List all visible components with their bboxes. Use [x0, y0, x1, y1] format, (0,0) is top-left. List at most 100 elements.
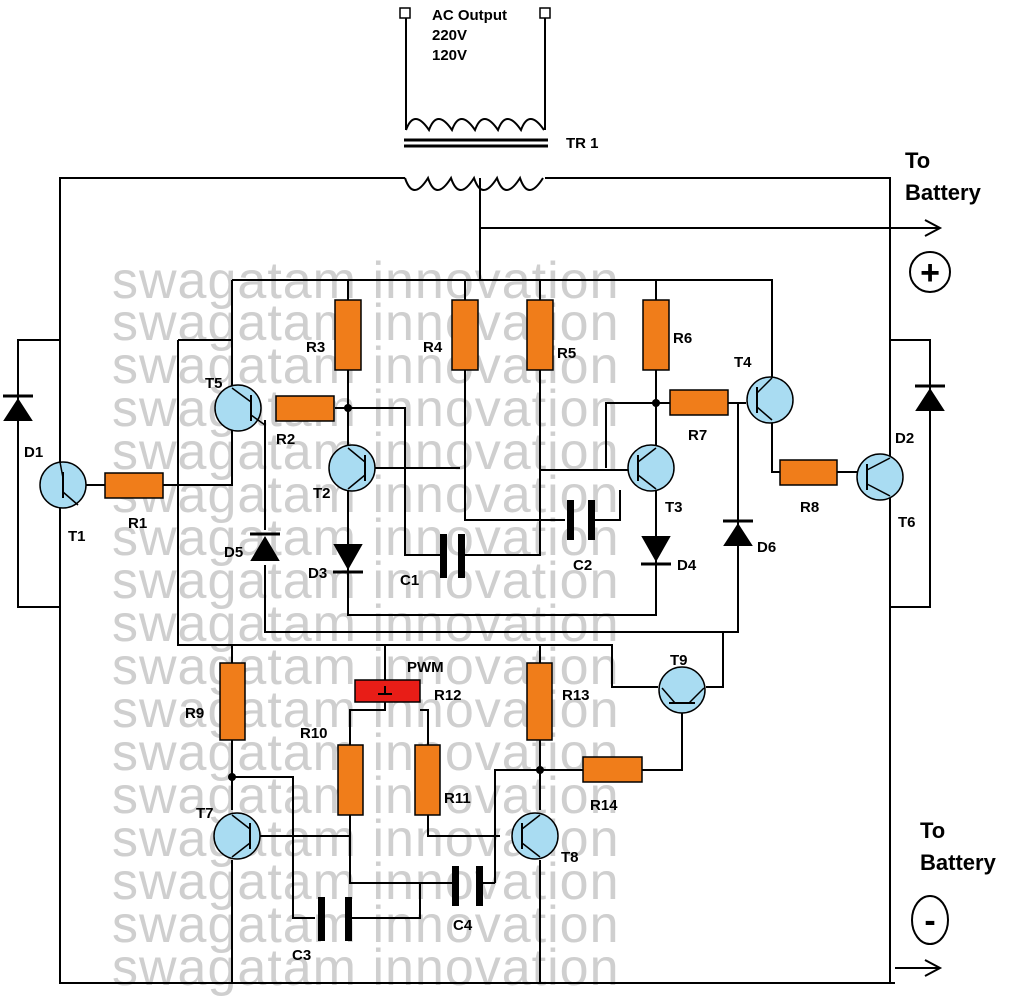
diode-d4 — [641, 536, 671, 566]
resistor-r11 — [414, 744, 441, 816]
transformer-primary-winding — [404, 175, 544, 191]
resistor-r7 — [669, 389, 729, 416]
resistor-r4 — [451, 299, 479, 371]
ac-output-voltage-220: 220V — [432, 27, 467, 44]
transistors — [39, 376, 904, 860]
ac-output-voltage-120: 120V — [432, 47, 467, 64]
resistor-r13 — [526, 662, 553, 741]
label-r7: R7 — [688, 427, 707, 444]
ac-output-terminal-right — [539, 7, 551, 19]
label-t9: T9 — [670, 652, 688, 669]
diode-d6 — [723, 519, 753, 546]
label-t3: T3 — [665, 499, 683, 516]
battery-negative-battery: Battery — [920, 850, 997, 875]
label-d2: D2 — [895, 430, 914, 447]
battery-negative-to: To — [920, 818, 945, 843]
battery-positive: To Battery + — [905, 148, 982, 293]
ac-output-title: AC Output — [432, 7, 507, 24]
label-t2: T2 — [313, 485, 331, 502]
transistor-t1 — [39, 461, 87, 509]
label-r12: R12 — [434, 687, 462, 704]
transformer-tr1: TR 1 AC Output 220V 120V — [399, 7, 599, 191]
transistor-t4 — [746, 376, 794, 424]
label-c2: C2 — [573, 557, 592, 574]
capacitor-c4 — [445, 866, 495, 906]
ac-output-terminal-left — [399, 7, 411, 19]
label-c4: C4 — [453, 917, 473, 934]
label-r3: R3 — [306, 339, 325, 356]
label-t7: T7 — [196, 805, 214, 822]
capacitor-c2 — [567, 500, 603, 540]
transistor-labels: T1 T2 T3 T4 T5 T6 T7 T8 T9 — [68, 354, 916, 866]
label-d1: D1 — [24, 444, 43, 461]
resistor-r5 — [526, 299, 554, 371]
svg-text:swagatam innovation: swagatam innovation — [112, 509, 620, 567]
svg-text:swagatam innovation: swagatam innovation — [112, 552, 620, 610]
label-r4: R4 — [423, 339, 443, 356]
resistor-r14 — [582, 756, 643, 783]
label-t1: T1 — [68, 528, 86, 545]
capacitor-labels: C1 C2 C3 C4 — [292, 557, 592, 964]
resistor-labels: R1 R2 R3 R4 R5 R6 R7 R8 R9 R10 R11 R12 R… — [128, 330, 819, 814]
capacitor-c1 — [425, 534, 475, 578]
label-d5: D5 — [224, 544, 243, 561]
transistor-t6 — [856, 453, 904, 501]
wires — [17, 14, 943, 984]
resistor-r2 — [275, 395, 335, 422]
battery-negative: To Battery - — [911, 818, 997, 945]
label-r1: R1 — [128, 515, 147, 532]
diode-d1 — [3, 394, 33, 421]
diode-d5 — [250, 532, 280, 561]
battery-negative-symbol: - — [924, 902, 935, 940]
resistor-r10 — [337, 744, 364, 816]
battery-positive-symbol: + — [920, 254, 940, 292]
label-t4: T4 — [734, 354, 752, 371]
label-c3: C3 — [292, 947, 311, 964]
label-r14: R14 — [590, 797, 618, 814]
transistor-t3 — [627, 444, 675, 492]
label-r11: R11 — [444, 790, 471, 807]
tr1-label: TR 1 — [566, 135, 599, 152]
label-r5: R5 — [557, 345, 576, 362]
capacitors — [318, 500, 603, 941]
label-r2: R2 — [276, 431, 295, 448]
label-d6: D6 — [757, 539, 776, 556]
resistor-r8 — [779, 459, 838, 486]
transistor-t8 — [511, 812, 559, 860]
resistor-r6 — [642, 299, 670, 371]
svg-text:swagatam innovation: swagatam innovation — [112, 595, 620, 653]
label-d3: D3 — [308, 565, 327, 582]
diode-d2 — [915, 384, 945, 411]
plus-icon — [909, 251, 951, 293]
label-c1: C1 — [400, 572, 419, 589]
label-r13: R13 — [562, 687, 590, 704]
transistor-t7 — [213, 812, 261, 860]
label-r9: R9 — [185, 705, 204, 722]
resistors — [104, 299, 838, 816]
transistor-t5 — [214, 384, 266, 432]
label-t5: T5 — [205, 375, 223, 392]
svg-text:swagatam innovation: swagatam innovation — [112, 896, 620, 954]
transistor-t9 — [658, 666, 706, 714]
svg-text:swagatam innovation: swagatam innovation — [112, 939, 620, 997]
battery-positive-battery: Battery — [905, 180, 982, 205]
label-t8: T8 — [561, 849, 579, 866]
capacitor-c3 — [318, 897, 360, 941]
transformer-secondary-winding — [405, 118, 545, 133]
resistor-r1 — [104, 472, 164, 499]
diodes — [3, 384, 945, 574]
diode-d3 — [333, 544, 363, 574]
diode-labels: D1 D2 D3 D4 D5 D6 — [24, 430, 914, 582]
resistor-r9 — [219, 662, 246, 741]
label-r8: R8 — [800, 499, 819, 516]
resistor-r12-pwm — [354, 679, 421, 703]
resistor-r3 — [334, 299, 362, 371]
label-r10: R10 — [300, 725, 328, 742]
battery-positive-to: To — [905, 148, 930, 173]
label-t6: T6 — [898, 514, 916, 531]
transistor-t2 — [328, 444, 376, 492]
junction-dots — [228, 399, 660, 781]
label-d4: D4 — [677, 557, 697, 574]
label-r6: R6 — [673, 330, 692, 347]
